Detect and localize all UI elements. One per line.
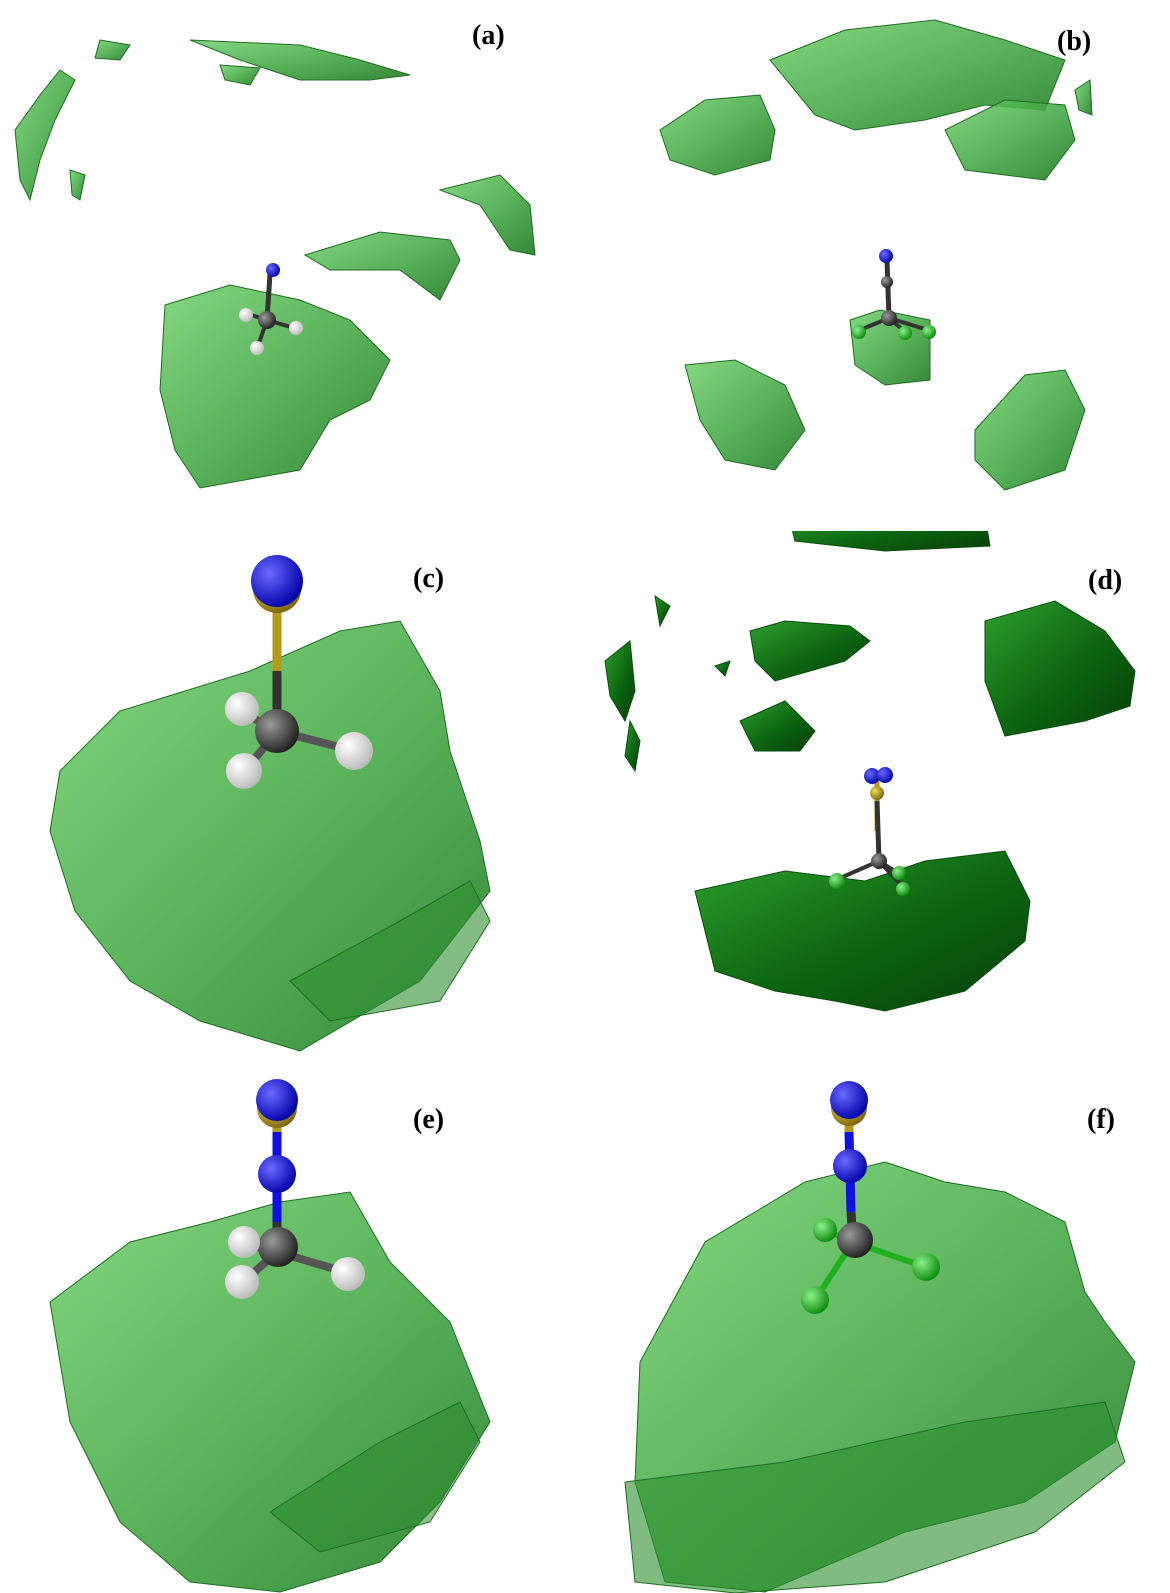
hydrogen-atom	[250, 341, 264, 355]
panel-label: (d)	[1088, 565, 1123, 596]
fluorine-atom	[801, 1286, 829, 1314]
panel-e-scene	[49, 1079, 491, 1593]
fluorine-atom	[852, 325, 866, 339]
nitrogen-atom	[256, 1079, 298, 1121]
fluorine-atom	[813, 1218, 837, 1242]
nitrogen-atom	[864, 768, 880, 784]
carbon-atom	[881, 310, 897, 326]
molecule	[801, 1081, 940, 1314]
hydrogen-atom	[226, 753, 262, 789]
panel-b: (b)	[585, 0, 1170, 531]
fluorine-atom	[922, 325, 936, 339]
fluorine-atom	[912, 1253, 940, 1281]
panel-label: (f)	[1087, 1104, 1115, 1135]
panel-f-scene	[624, 1081, 1136, 1593]
molecule	[829, 767, 910, 896]
panel-label: (b)	[1057, 26, 1092, 57]
nitrogen-atom	[877, 767, 893, 783]
carbon-atom	[881, 276, 893, 288]
nitrogen-atom	[266, 263, 280, 277]
isosurface	[14, 39, 536, 489]
fluorine-atom	[896, 882, 910, 896]
fluorine-atom	[829, 873, 845, 889]
panel-d: (d)	[585, 531, 1170, 1062]
hydrogen-atom	[228, 1226, 260, 1258]
molecule	[239, 263, 303, 355]
isosurface	[659, 19, 1093, 491]
hydrogen-atom	[335, 732, 373, 770]
isosurface	[604, 531, 1136, 1012]
isosurface	[49, 1191, 491, 1593]
hydrogen-atom	[289, 321, 303, 335]
bond	[874, 800, 882, 862]
fluorine-atom	[898, 326, 912, 340]
molecule	[225, 555, 373, 789]
hydrogen-atom	[331, 1257, 365, 1291]
carbon-atom	[837, 1222, 873, 1258]
panel-f: (f)	[585, 1062, 1170, 1593]
hydrogen-atom	[225, 692, 259, 726]
hydrogen-atom	[239, 308, 253, 322]
panel-b-scene	[659, 19, 1093, 491]
carbon-atom	[871, 853, 887, 869]
panel-c: (c)	[0, 531, 585, 1062]
carbon-atom	[255, 709, 299, 753]
panel-label: (a)	[472, 20, 505, 51]
panel-label: (e)	[413, 1104, 445, 1135]
panel-c-scene	[49, 555, 491, 1052]
carbon-atom	[258, 311, 276, 329]
nitrogen-atom	[879, 249, 893, 263]
panel-label: (c)	[413, 563, 445, 594]
nitrogen-atom	[258, 1155, 296, 1193]
carbon-atom	[258, 1227, 298, 1267]
isosurface	[49, 620, 491, 1052]
panel-a-scene	[14, 39, 536, 489]
panel-e: (e)	[0, 1062, 585, 1593]
nitrogen-atom	[251, 555, 303, 607]
bond	[884, 259, 892, 319]
molecule	[225, 1079, 365, 1299]
gold-atom	[870, 786, 884, 800]
nitrogen-atom	[830, 1081, 868, 1119]
panel-a: (a)	[0, 0, 585, 531]
nitrogen-atom	[833, 1149, 867, 1183]
isosurface	[624, 1161, 1136, 1593]
panel-d-scene	[604, 531, 1136, 1012]
molecule	[852, 249, 936, 340]
fluorine-atom	[892, 866, 906, 880]
hydrogen-atom	[225, 1265, 259, 1299]
